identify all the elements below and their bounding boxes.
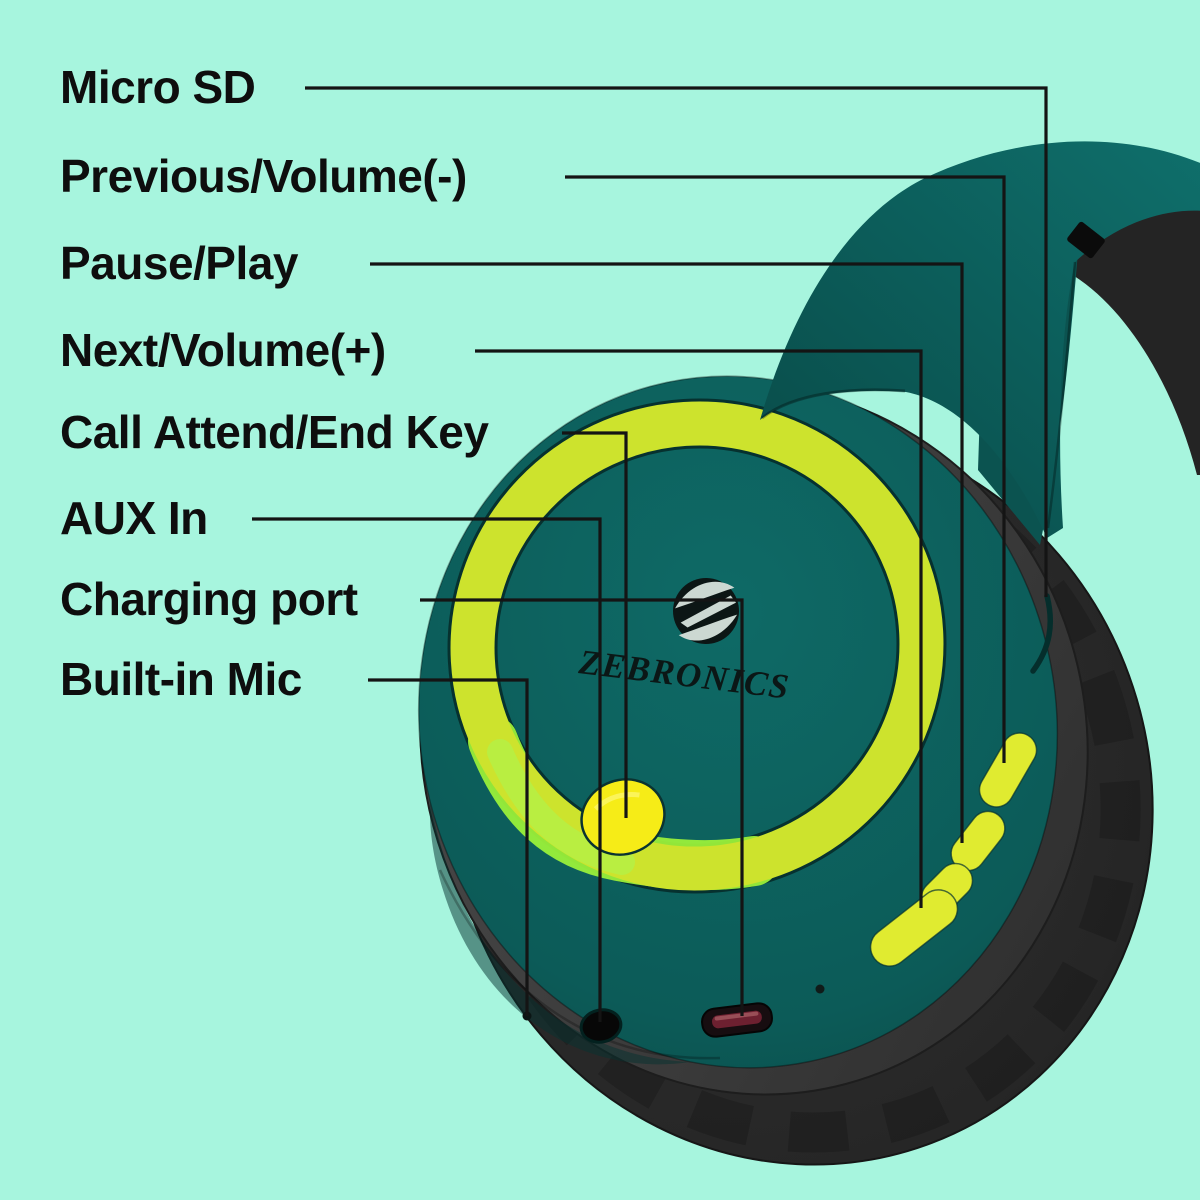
label-aux-in: AUX In [60,492,208,544]
bottom-ports [522,984,825,1044]
previous-volume-down-button [978,732,1038,808]
label-next-volume-up: Next/Volume(+) [60,324,386,376]
headband-fold-seam [1046,261,1077,529]
next-volume-up-button [869,889,959,967]
leader-line-next-volume-up [475,349,923,908]
micro-sd-slot [1030,593,1054,674]
side-buttons [869,732,1038,967]
aux-in-port [579,1008,623,1044]
label-charging-port: Charging port [60,573,358,625]
headband [760,141,1200,538]
leader-line-built-in-mic [368,678,529,1016]
sensor-hole [815,984,825,994]
label-previous-volume-down: Previous/Volume(-) [60,150,467,202]
headband-clip [1067,221,1105,259]
zebronics-z-emblem-icon [673,578,739,644]
label-call-attend-end-key: Call Attend/End Key [60,406,489,458]
leader-line-pause-play [370,262,964,843]
label-micro-sd: Micro SD [60,61,256,113]
leader-line-call-attend-end-key [562,431,628,818]
leader-line-micro-sd [305,86,1048,597]
label-pause-play: Pause/Play [60,237,298,289]
cup-bottom-seam [438,869,721,1060]
leader-lines [252,86,1048,1022]
label-built-in-mic: Built-in Mic [60,653,302,705]
leader-line-charging-port [420,598,744,1016]
leader-line-aux-in [252,517,602,1022]
headband-edge-line [761,388,906,420]
charging-port [701,1002,773,1038]
leader-line-previous-volume-down [565,175,1006,763]
ring-glow-core [487,739,635,875]
